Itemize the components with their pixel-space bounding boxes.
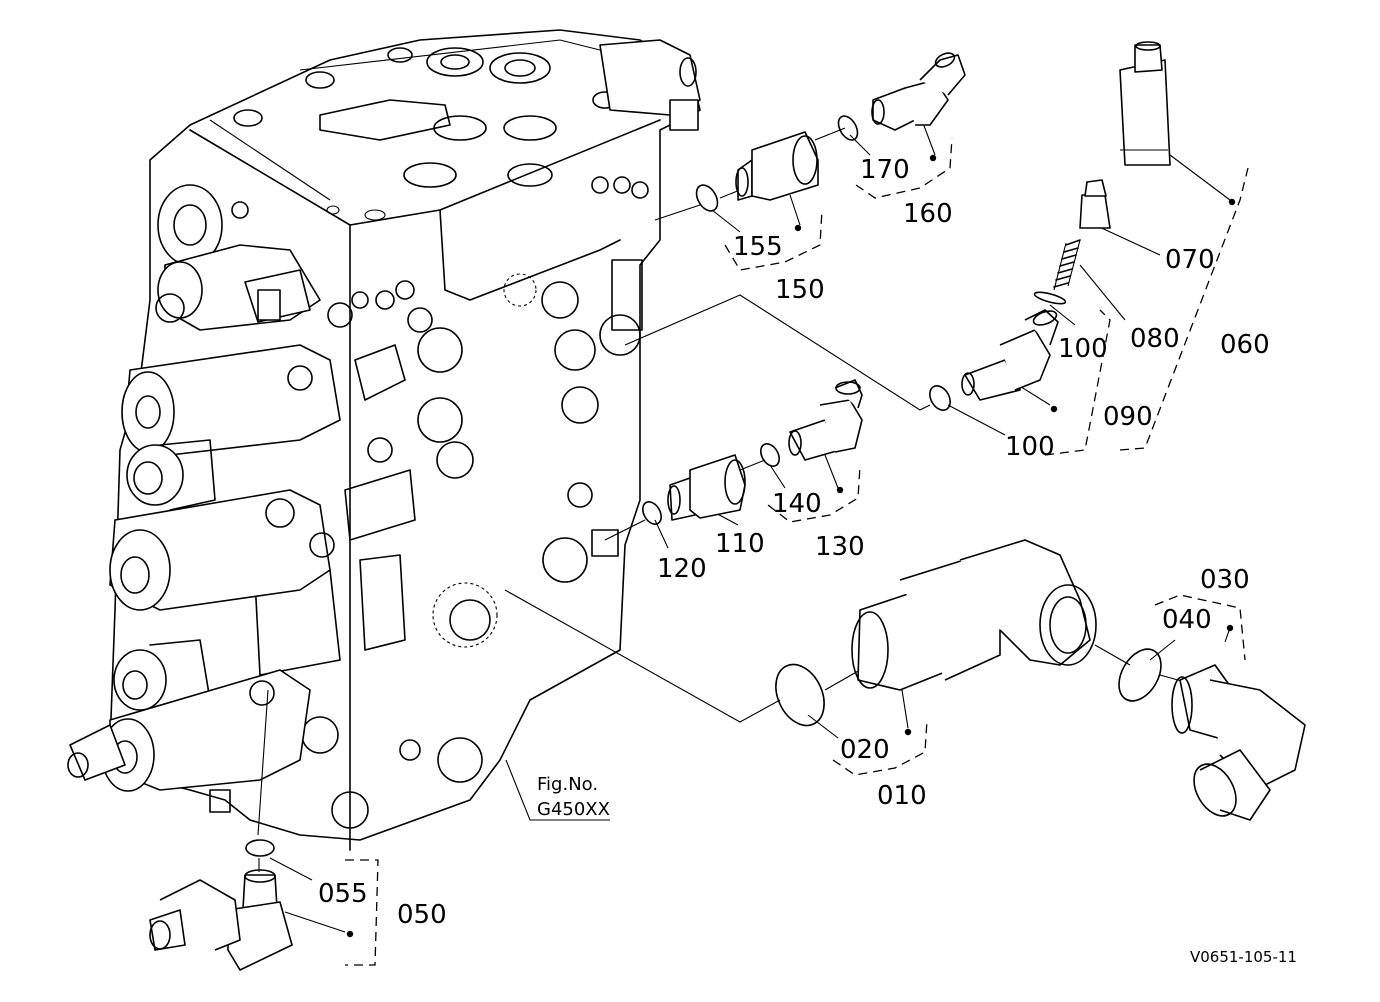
callout-170: 170 [860,155,910,185]
callout-150: 150 [775,275,825,305]
part-100-o-ring-lower [929,385,951,411]
callout-020: 020 [840,735,890,765]
control-valve-body [67,29,701,851]
callout-090: 090 [1103,402,1153,432]
part-120-o-ring [642,501,662,525]
fig-no-label: Fig.No. [537,774,598,795]
fig-code: G450XX [537,799,610,820]
part-070-poppet [1079,179,1111,229]
part-130-elbow [788,379,863,461]
part-160-elbow [871,52,966,131]
callout-120: 120 [657,554,707,584]
callout-labels: 155 150 170 160 070 080 060 100 090 100 … [318,155,1270,930]
callout-130: 130 [815,532,865,562]
part-060-cartridge [1119,41,1171,166]
image-reference-code: V0651-105-11 [1190,948,1297,966]
callout-050: 050 [397,900,447,930]
callout-040: 040 [1162,605,1212,635]
part-080-spring [1053,239,1081,291]
part-100-o-ring-upper [1033,291,1067,305]
callout-010: 010 [877,781,927,811]
part-150-adapter [735,131,819,201]
callout-100-upper: 100 [1058,334,1108,364]
assembly-brackets [345,137,1249,966]
part-010-elbow [851,539,1097,691]
leader-lines [257,114,1231,933]
part-140-o-ring [760,443,780,467]
part-050-elbow [149,869,293,971]
callout-160: 160 [903,199,953,229]
callout-080: 080 [1130,324,1180,354]
part-030-elbow [1171,664,1306,821]
part-040-o-ring [1118,648,1162,702]
part-155-o-ring [695,184,719,212]
callout-060: 060 [1220,330,1270,360]
part-090-elbow [961,309,1059,401]
callout-110: 110 [715,529,765,559]
callout-055: 055 [318,879,368,909]
callout-070: 070 [1165,245,1215,275]
figure-reference: Fig.No. G450XX [537,774,610,820]
callout-100-lower: 100 [1005,432,1055,462]
callout-155: 155 [733,232,783,262]
part-170-o-ring [837,115,859,141]
part-110-adapter [667,454,746,521]
part-020-o-ring [775,663,825,727]
callout-030: 030 [1200,565,1250,595]
part-055-o-ring [245,839,275,857]
callout-140: 140 [772,489,822,519]
